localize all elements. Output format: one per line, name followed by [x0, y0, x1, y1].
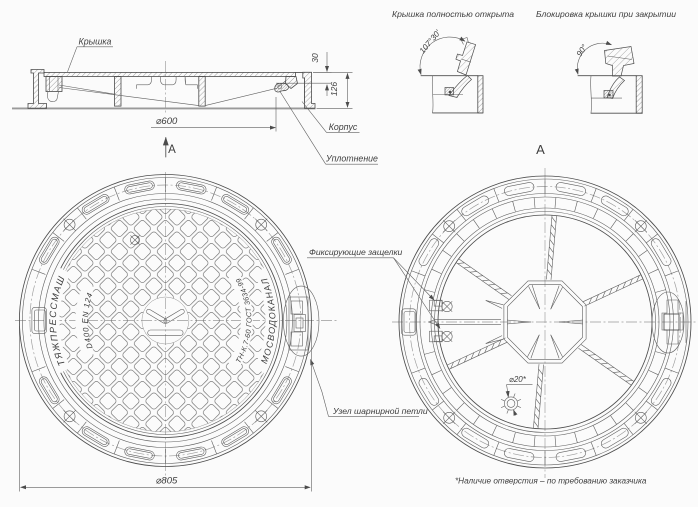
detail-open-angle: 107°30' — [418, 28, 443, 55]
cover-rim — [285, 76, 298, 90]
bottom-view-flange-ribs — [424, 197, 666, 447]
detail-lock-angle: 90° — [575, 42, 590, 58]
footnote: *Наличие отверстия – по требованию заказ… — [455, 477, 647, 486]
dim-frame-height: 126 — [313, 72, 353, 109]
dim-opening: ⌀600 — [151, 97, 277, 132]
rib-left — [114, 76, 122, 107]
top-view: ТЯЖПРЕССМАШ D400 EN 124 МОСВОДОКАНАЛ ТН-… — [15, 172, 428, 492]
detail-open-hinge-strap — [448, 75, 473, 98]
bottom-view-hub — [428, 280, 587, 364]
section-view: ⌀600 А 30 126 Крышка Корпус — [12, 37, 378, 165]
label-body: Корпус — [301, 101, 360, 133]
bottom-view-slot-ring — [411, 179, 679, 465]
marking-class: D400 EN 124 — [81, 291, 95, 350]
label-body-text: Корпус — [329, 122, 358, 132]
label-hinge-unit-text: Узел шарнирной петли — [332, 406, 428, 416]
cover-centre-emblem — [146, 308, 185, 336]
dim-frame-height-text: 126 — [329, 82, 339, 96]
detail-open-view: Крышка полностью открыта 107°30' — [392, 9, 514, 114]
vent-hole-top — [130, 235, 140, 245]
frame-left — [27, 69, 47, 109]
latch-upper — [429, 299, 453, 312]
label-cover: Крышка — [67, 37, 113, 72]
detail-lock-frame-wall — [635, 75, 643, 114]
cover-plate — [43, 72, 296, 77]
bottom-view-left-tab — [401, 308, 417, 336]
detail-lock-lid — [604, 46, 635, 77]
rib-right — [198, 76, 206, 107]
label-latches-text: Фиксирующие защелки — [309, 247, 403, 257]
detail-open-lid — [455, 41, 477, 76]
detail-open-title: Крышка полностью открыта — [392, 9, 514, 19]
top-view-slot-ring — [31, 177, 300, 464]
dim-opening-text: ⌀600 — [156, 116, 178, 127]
bottom-view-hinge — [651, 291, 687, 354]
section-letter: А — [168, 144, 176, 156]
label-latches: Фиксирующие защелки — [307, 247, 441, 329]
label-seal: Уплотнение — [279, 91, 378, 165]
dim-outer: ⌀805 — [19, 326, 312, 492]
detail-lock-title: Блокировка крышки при закрытии — [536, 9, 676, 19]
drain-hole: ⌀20* — [500, 375, 533, 416]
bottom-view: А — [307, 142, 696, 486]
hinge-housing — [45, 76, 63, 92]
dim-hole-text: ⌀20* — [509, 375, 527, 384]
dim-outer-text: ⌀805 — [156, 476, 178, 487]
dim-cover-height-text: 30 — [310, 53, 320, 63]
detail-lock-arc — [574, 40, 612, 75]
top-view-left-tab — [31, 306, 47, 334]
detail-lock-view: Блокировка крышки при закрытии 90° — [536, 9, 676, 114]
latch-lower — [429, 330, 453, 343]
bottom-view-spokes — [446, 215, 644, 429]
label-cover-text: Крышка — [79, 37, 112, 47]
section-arrow: А — [162, 136, 176, 158]
label-hinge-unit: Узел шарнирной петли — [310, 359, 428, 417]
top-view-hinge — [283, 285, 320, 357]
detail-open-arc — [417, 36, 466, 75]
detail-lock-hinge-strap — [606, 76, 626, 99]
label-seal-text: Уплотнение — [325, 154, 378, 164]
detail-open-frame-wall — [477, 75, 484, 114]
frame-right — [302, 71, 316, 109]
view-letter: А — [536, 142, 545, 157]
